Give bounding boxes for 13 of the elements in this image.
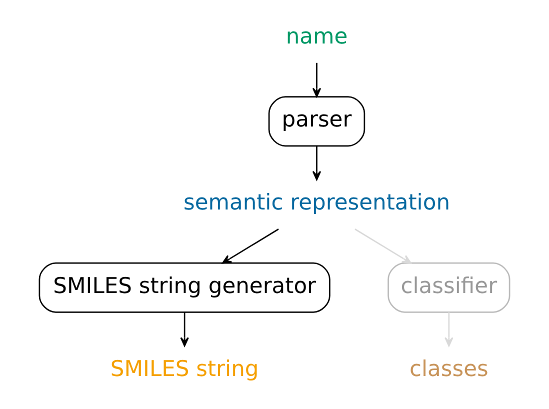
node-box: parser — [268, 96, 366, 147]
node-text: name — [286, 24, 348, 50]
arrow — [312, 62, 322, 98]
node-text: SMILES string — [110, 356, 259, 382]
node-text: semantic representation — [183, 190, 450, 216]
node-box: classifier — [388, 262, 510, 313]
arrow — [354, 228, 412, 264]
arrow — [312, 146, 322, 180]
arrow — [444, 312, 454, 347]
node-text: classes — [409, 356, 488, 382]
arrow — [180, 312, 189, 347]
node-box: SMILES string generator — [38, 262, 330, 313]
arrow — [222, 228, 279, 264]
